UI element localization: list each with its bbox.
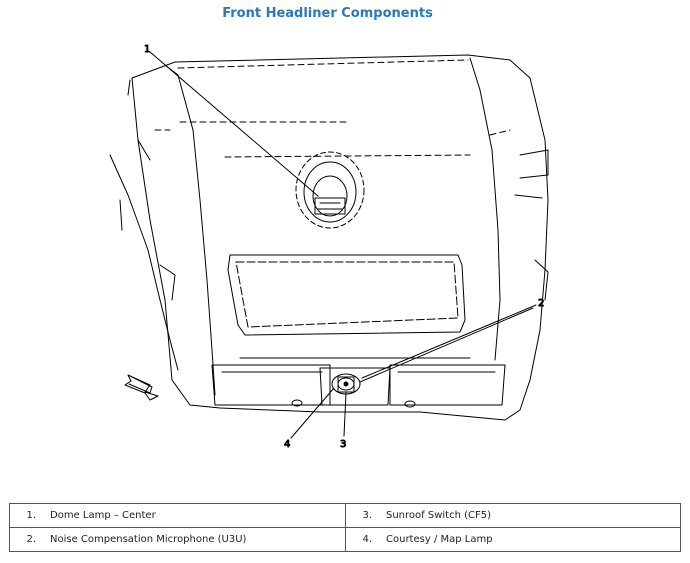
legend-number: 3. xyxy=(362,510,372,521)
legend-label: Dome Lamp – Center xyxy=(50,510,156,521)
switch-cluster xyxy=(331,373,361,395)
legend-label: Courtesy / Map Lamp xyxy=(386,534,493,545)
callout-3: 3 xyxy=(340,439,346,450)
dome-lamp xyxy=(295,151,365,229)
headliner-diagram: 1 2 3 4 xyxy=(109,44,549,451)
legend-row: 2. Noise Compensation Microphone (U3U) 4.… xyxy=(9,527,681,552)
legend-label: Sunroof Switch (CF5) xyxy=(386,510,491,521)
legend-item: 4. Courtesy / Map Lamp xyxy=(345,527,681,552)
legend-item: 1. Dome Lamp – Center xyxy=(9,503,346,528)
seam-lines xyxy=(154,59,511,158)
legend-number: 1. xyxy=(26,510,36,521)
diagram-title: Front Headliner Components xyxy=(222,6,433,21)
callout-4: 4 xyxy=(284,439,290,450)
callout-2: 2 xyxy=(538,298,544,309)
sunroof-opening xyxy=(227,254,466,336)
legend-item: 3. Sunroof Switch (CF5) xyxy=(345,503,681,528)
legend-number: 2. xyxy=(26,534,36,545)
legend-row: 1. Dome Lamp – Center 3. Sunroof Switch (C… xyxy=(9,503,681,528)
legend-label: Noise Compensation Microphone (U3U) xyxy=(50,534,247,545)
direction-arrow-icon xyxy=(124,374,159,401)
legend-number: 4. xyxy=(362,534,372,545)
legend-item: 2. Noise Compensation Microphone (U3U) xyxy=(9,527,346,552)
console-trim xyxy=(211,357,506,408)
callout-1: 1 xyxy=(144,44,150,55)
component-legend: 1. Dome Lamp – Center 3. Sunroof Switch (C… xyxy=(9,503,681,552)
headliner-outline xyxy=(109,54,549,421)
leader-lines xyxy=(149,51,537,439)
